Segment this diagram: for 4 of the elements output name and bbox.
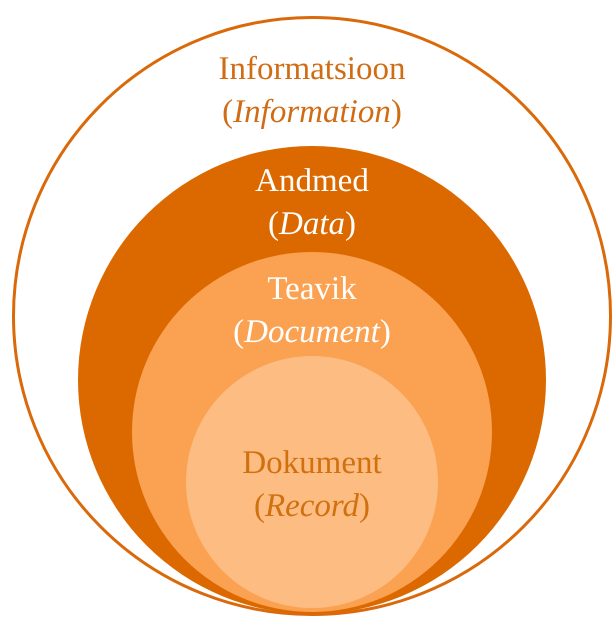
circle-label: Teavik (Document)	[232, 270, 392, 352]
circle-label: Informatsioon (Information)	[218, 50, 406, 132]
circle-label: Andmed (Data)	[254, 162, 370, 244]
circle-label: Dokument (Record)	[241, 444, 383, 526]
